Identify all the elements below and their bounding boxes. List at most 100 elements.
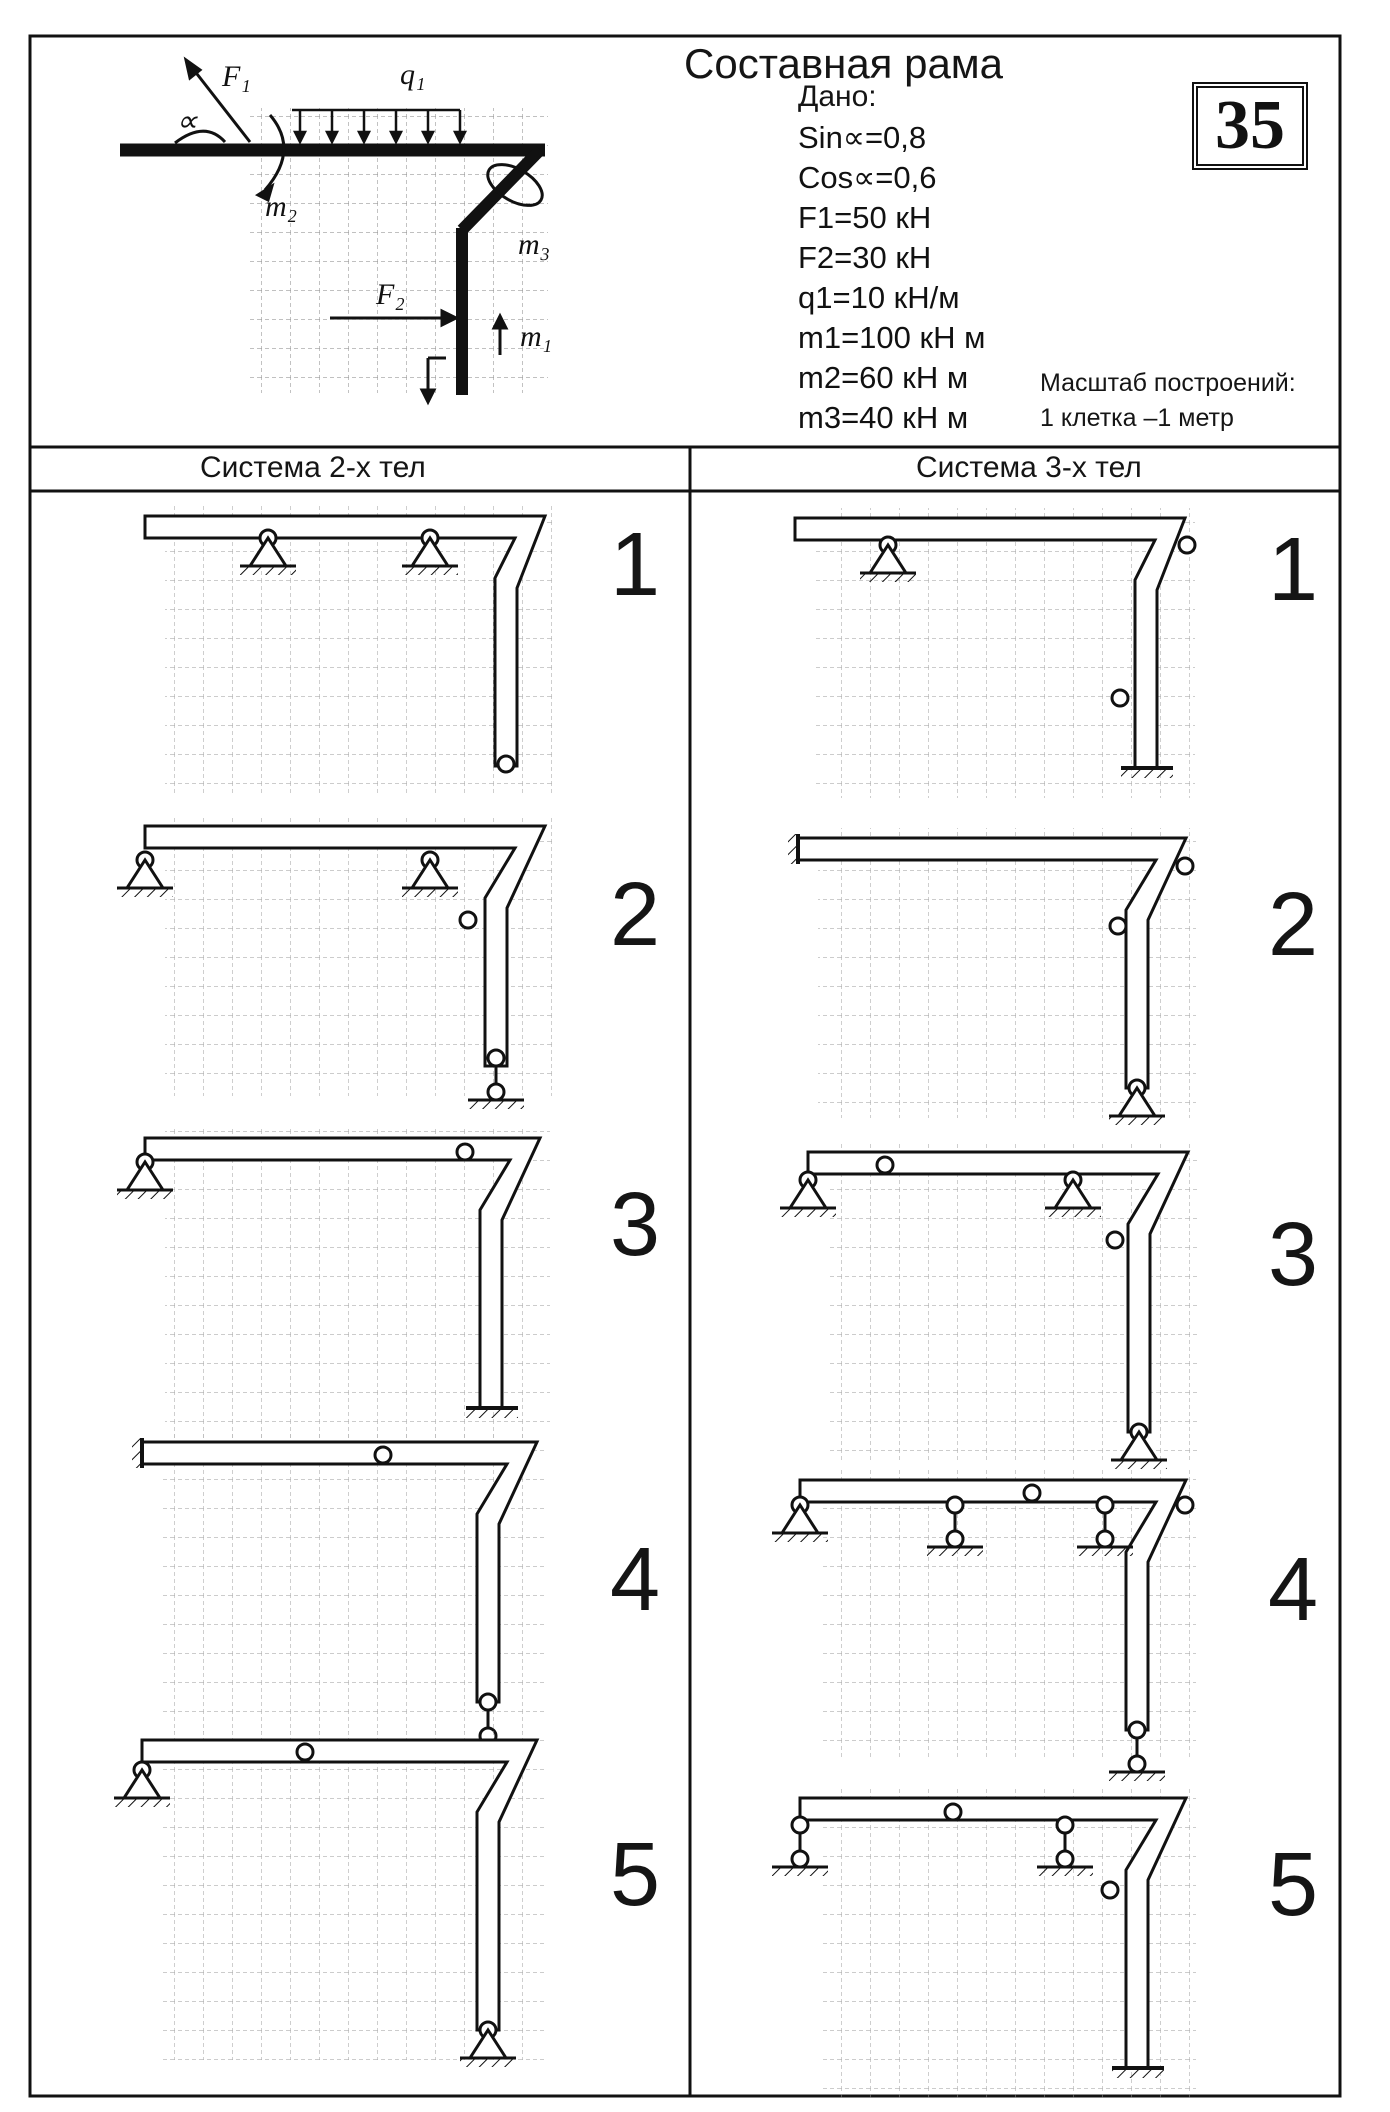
fixed-wall-icon [788, 834, 798, 864]
pin-support-icon [124, 857, 166, 890]
ground-hatch [402, 566, 458, 575]
hinge-icon [1127, 1720, 1147, 1740]
hinge-icon [1110, 688, 1130, 708]
grid-area [165, 506, 555, 796]
label-m3: m₃ [518, 228, 551, 261]
ground-hatch [1045, 1208, 1101, 1217]
sheet-title: Составная рама [684, 40, 1004, 87]
variant-number: 3 [610, 1175, 661, 1275]
loading-scheme [120, 56, 548, 406]
hinge-icon [455, 1142, 475, 1162]
hinge-icon [1055, 1849, 1075, 1869]
variant-number: 1 [610, 515, 661, 615]
ground-hatch [1077, 1547, 1133, 1556]
scale-title: Масштаб построений: [1040, 369, 1296, 397]
hinge-icon [1100, 1880, 1120, 1900]
scheme-inclined-member [457, 145, 545, 235]
pin-support-icon [124, 1159, 166, 1192]
hinge-icon [458, 910, 478, 930]
hinge-icon [1177, 535, 1197, 555]
given-value: q1=10 кН/м [798, 280, 960, 315]
pin-support-icon [779, 1502, 821, 1535]
ground-hatch [114, 1798, 170, 1807]
sheet-border [28, 34, 1342, 2098]
hinge-icon [496, 754, 516, 774]
hinge-icon [373, 1445, 393, 1465]
hinge-icon [486, 1048, 506, 1068]
variant-number: 2 [1268, 875, 1319, 975]
ground-hatch [460, 2058, 516, 2067]
frame-outline [140, 1738, 540, 2032]
hinge-icon [1095, 1495, 1115, 1515]
label-m1: m₁ [520, 320, 553, 353]
label-f2: F₂ [376, 278, 405, 311]
frame-outline [806, 1150, 1191, 1434]
hinge-icon [1108, 916, 1128, 936]
hinge-icon [790, 1849, 810, 1869]
hinge-icon [875, 1155, 895, 1175]
variant-number: 4 [1268, 1540, 1319, 1640]
ground-hatch [772, 1533, 828, 1542]
ground-hatch [468, 1100, 524, 1109]
moment-m2-arrow [254, 114, 286, 203]
hinge-icon [295, 1742, 315, 1762]
ground-hatch [927, 1547, 983, 1556]
ground-hatch [780, 1208, 836, 1217]
right-column-title: Система 3-х тел [916, 451, 1142, 484]
given-value: m3=40 кН м [798, 400, 969, 435]
fixed-wall-icon [132, 1438, 142, 1468]
variant-number: 4 [610, 1530, 661, 1630]
given-value: m1=100 кН м [798, 320, 986, 355]
ground-hatch [117, 1190, 173, 1199]
grid-area [815, 508, 1195, 798]
frame-outline [796, 836, 1189, 1090]
ground-hatch [860, 573, 916, 582]
force-f2-arrow [330, 308, 460, 328]
given-value: m2=60 кН м [798, 360, 969, 395]
label-f1: F₁ [222, 60, 251, 93]
hinge-icon [1055, 1815, 1075, 1835]
ground-hatch [117, 888, 173, 897]
hinge-icon [1175, 1495, 1195, 1515]
given-label: Дано: [798, 80, 877, 113]
hinge-icon [1127, 1754, 1147, 1774]
hinge-icon [486, 1082, 506, 1102]
frame-outline [798, 1478, 1189, 1732]
fixed-support-icon [1121, 768, 1173, 778]
hinge-icon [943, 1802, 963, 1822]
fixed-support-icon [1112, 2068, 1164, 2078]
fixed-support-icon [466, 1408, 518, 1418]
scale-value: 1 клетка –1 метр [1040, 404, 1234, 432]
variant-diagrams [114, 506, 1198, 2098]
label-m2: m₂ [265, 190, 298, 223]
force-f1-arrow [174, 56, 252, 145]
ground-hatch [402, 888, 458, 897]
label-alpha: ∝ [176, 105, 198, 138]
hinge-icon [478, 1692, 498, 1712]
ground-hatch [1109, 1772, 1165, 1781]
moment-m1-arrow [491, 312, 509, 355]
reaction-arrow [419, 356, 446, 406]
moment-m3-arrow [486, 163, 544, 207]
pin-support-icon [787, 1177, 829, 1210]
given-value: F1=50 кН [798, 200, 932, 235]
given-value: Sin∝=0,8 [798, 120, 927, 155]
label-q1: q₁ [400, 58, 426, 91]
hinge-icon [1095, 1529, 1115, 1549]
ground-hatch [1037, 1867, 1093, 1876]
pin-support-icon [121, 1767, 163, 1800]
distributed-load [292, 108, 468, 145]
given-value: F2=30 кН [798, 240, 932, 275]
variant-number: 3 [1268, 1205, 1319, 1305]
left-column-title: Система 2-х тел [200, 451, 426, 484]
hinge-icon [945, 1529, 965, 1549]
hinge-icon [945, 1495, 965, 1515]
hinge-icon [1175, 856, 1195, 876]
hinge-icon [1105, 1230, 1125, 1250]
ground-hatch [772, 1867, 828, 1876]
hinge-icon [790, 1815, 810, 1835]
frame-outline [143, 824, 548, 1068]
